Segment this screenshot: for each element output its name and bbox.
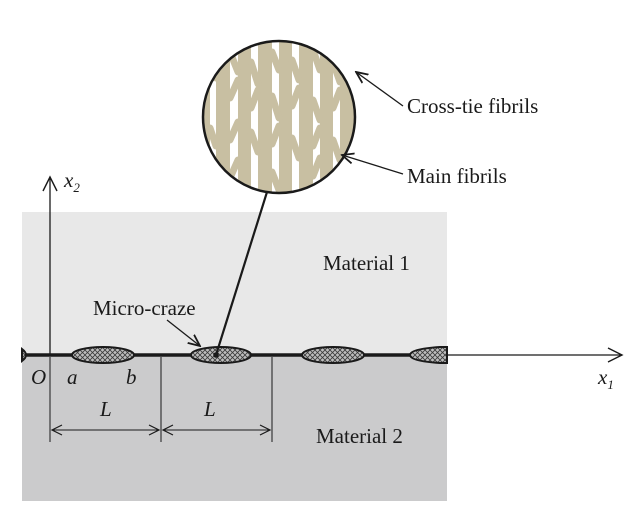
main-fibril bbox=[279, 41, 292, 193]
main-fibril bbox=[203, 41, 210, 193]
period-label-left: L bbox=[99, 397, 112, 421]
dimension-arrowhead bbox=[259, 424, 272, 436]
micro-craze-label: Micro-craze bbox=[93, 296, 196, 320]
material-2-label: Material 2 bbox=[316, 424, 403, 448]
main-fibril bbox=[320, 41, 333, 193]
x1-axis-label: x1 bbox=[597, 365, 614, 392]
main-fibril bbox=[216, 41, 230, 193]
material-1-region bbox=[22, 212, 447, 354]
x2-axis-label: x2 bbox=[63, 168, 80, 195]
cross-tie-pointer bbox=[356, 72, 404, 107]
main-fibril bbox=[340, 41, 354, 193]
x1-arrowhead bbox=[607, 347, 624, 363]
main-fibril bbox=[299, 41, 313, 193]
micro-craze-pointer bbox=[166, 319, 200, 346]
period-label-right: L bbox=[203, 397, 216, 421]
x2-arrowhead bbox=[42, 175, 58, 192]
main-fibril bbox=[258, 41, 272, 193]
cross-tie-fibrils-label: Cross-tie fibrils bbox=[407, 94, 538, 118]
origin-label: O bbox=[31, 365, 46, 389]
dimension-arrowhead bbox=[148, 424, 161, 436]
micro-craze bbox=[71, 346, 135, 364]
x1-axis-subscript: 1 bbox=[607, 377, 614, 392]
dimension-arrowhead bbox=[50, 424, 63, 436]
material-2-region bbox=[22, 356, 447, 501]
main-fibrils-label: Main fibrils bbox=[407, 164, 507, 188]
magnified-fibril-view bbox=[201, 39, 357, 195]
cross-tie-fibril bbox=[226, 76, 344, 124]
point-a-label: a bbox=[67, 365, 78, 389]
material-1-label: Material 1 bbox=[323, 251, 410, 275]
main-fibril-pointer bbox=[342, 155, 404, 175]
micro-craze-partial-left bbox=[21, 346, 27, 364]
x2-axis-subscript: 2 bbox=[73, 180, 80, 195]
micro-craze-partial-right bbox=[408, 346, 448, 364]
micro-craze bbox=[301, 346, 365, 364]
dimension-arrowhead bbox=[161, 424, 174, 436]
magnifier-connector bbox=[214, 191, 269, 356]
micro-craze bbox=[190, 346, 252, 364]
point-b-label: b bbox=[126, 365, 137, 389]
cross-tie-fibril bbox=[206, 118, 344, 164]
